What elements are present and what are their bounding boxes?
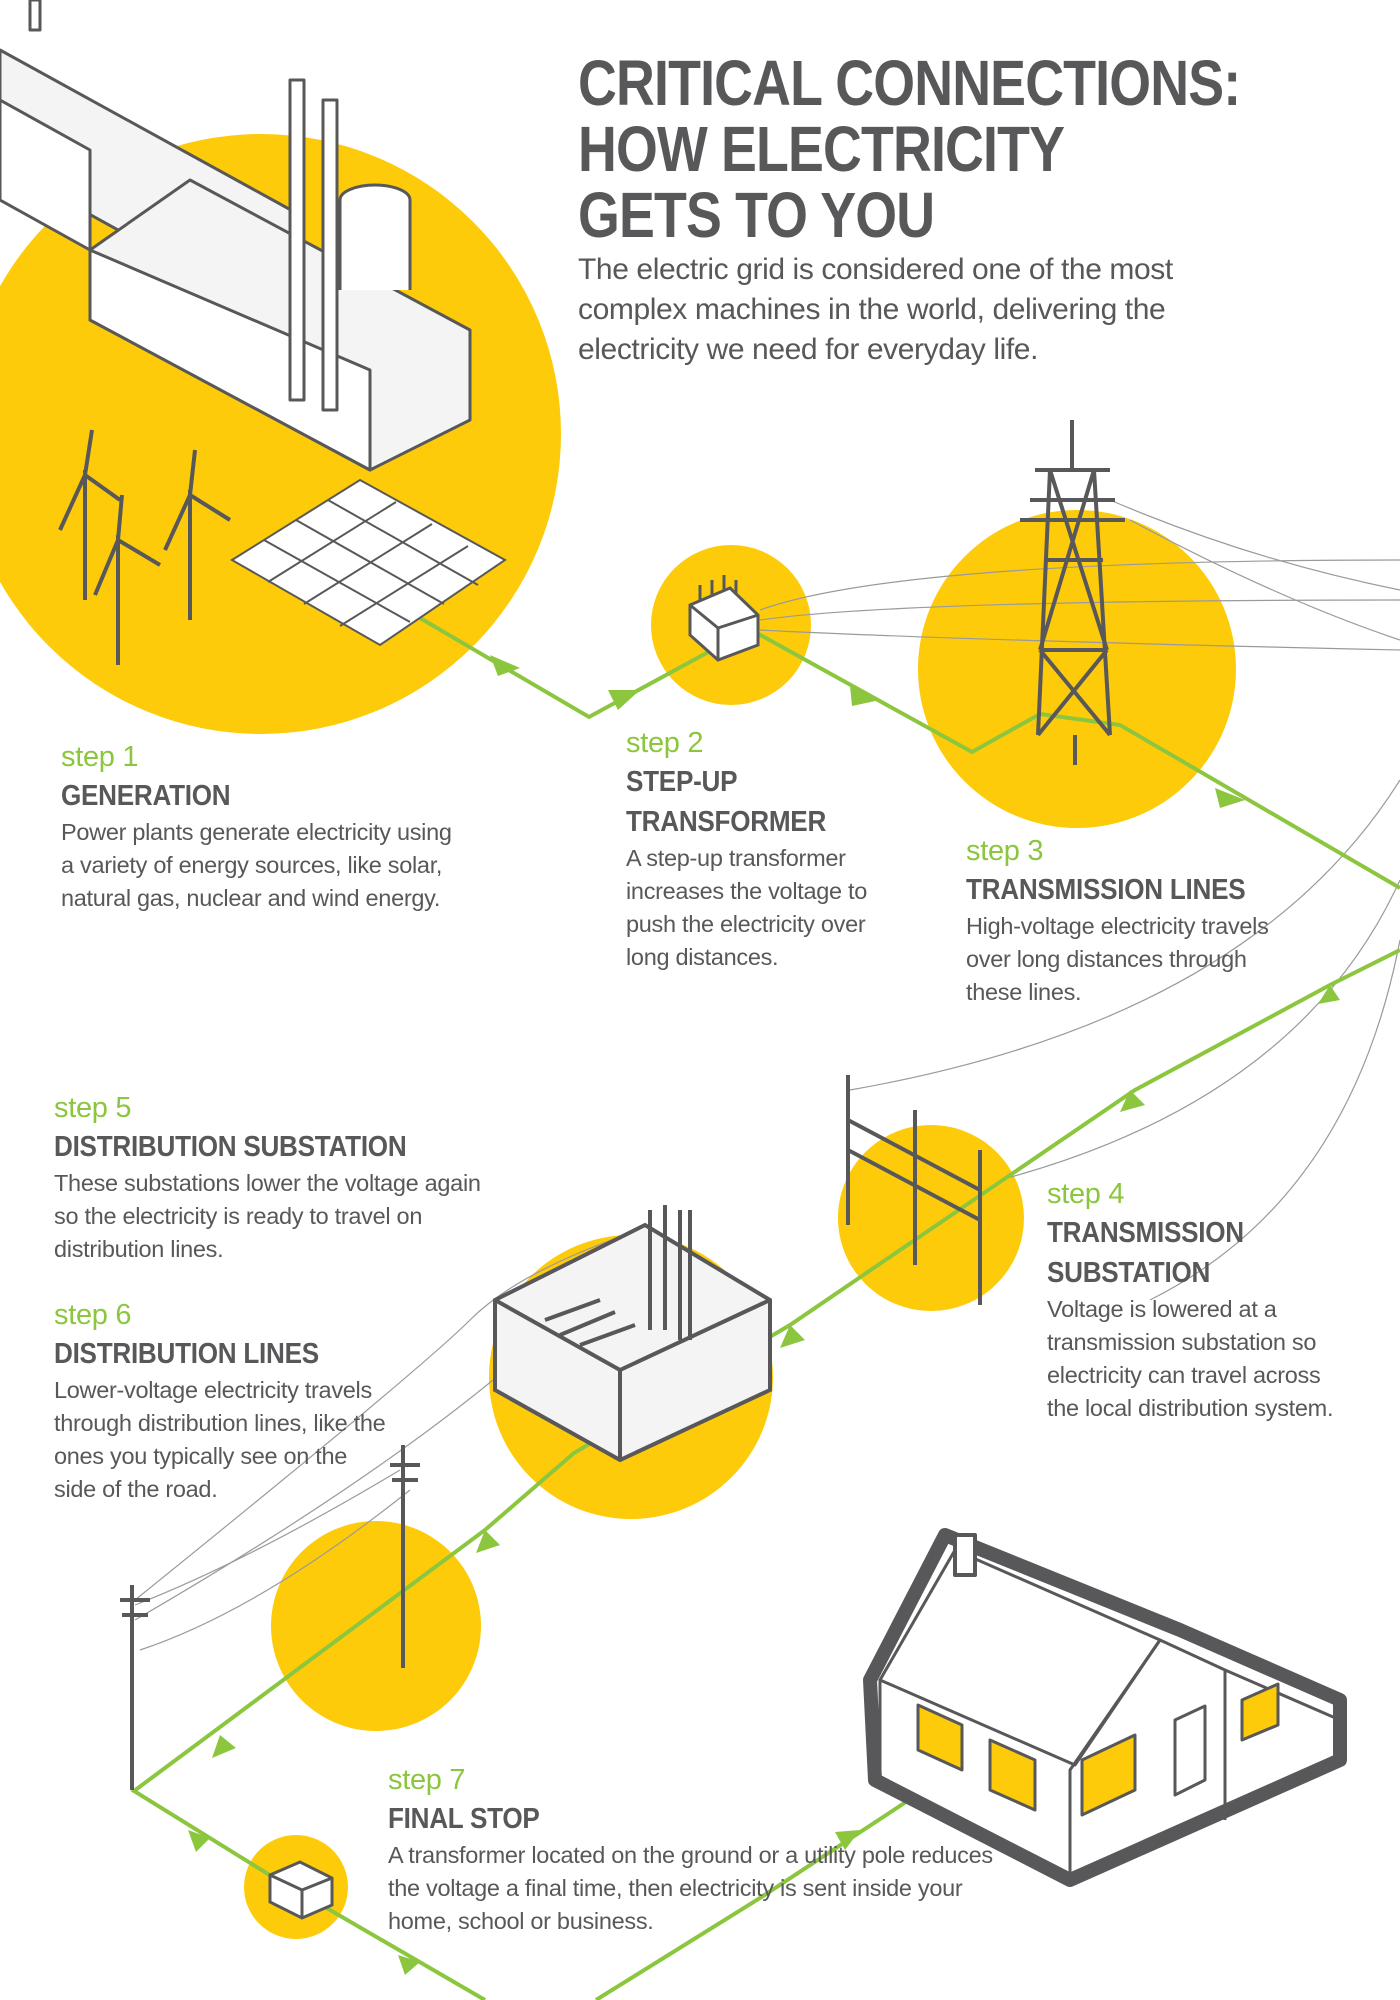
step-number: step 5 bbox=[54, 1092, 132, 1124]
step-body: Lower-voltage electricity travels throug… bbox=[54, 1377, 386, 1502]
subtitle: The electric grid is considered one of t… bbox=[578, 253, 1173, 366]
transmission-substation-circle bbox=[838, 1125, 1024, 1311]
step-heading: DISTRIBUTION LINES bbox=[54, 1338, 319, 1370]
transmission-tower-icon bbox=[1020, 420, 1125, 765]
distribution-lines-circle bbox=[271, 1521, 481, 1731]
power-lines bbox=[134, 499, 1400, 1651]
step-number: step 2 bbox=[626, 727, 704, 759]
step-heading: FINAL STOP bbox=[388, 1803, 540, 1835]
step-number: step 1 bbox=[61, 741, 139, 773]
distribution-substation-icon bbox=[493, 1205, 772, 1463]
step-body: Voltage is lowered at a transmission sub… bbox=[1047, 1296, 1334, 1421]
energy-path bbox=[130, 616, 1400, 2000]
step-generation: step 1 GENERATION Power plants generate … bbox=[61, 738, 461, 915]
wind-turbines-icon bbox=[58, 429, 232, 665]
power-plant-icon bbox=[0, 0, 472, 472]
step-step-up-transformer: step 2 STEP-UP TRANSFORMER A step-up tra… bbox=[626, 724, 896, 974]
transmission-substation-icon bbox=[846, 1075, 982, 1305]
step-heading: TRANSMISSION LINES bbox=[966, 874, 1246, 906]
house-icon bbox=[863, 1528, 1347, 1887]
step-heading: TRANSMISSION bbox=[1047, 1217, 1244, 1249]
step-heading: DISTRIBUTION SUBSTATION bbox=[54, 1131, 407, 1163]
step-final-stop: step 7 FINAL STOP A transformer located … bbox=[388, 1761, 1028, 1938]
solar-panels-icon bbox=[230, 478, 507, 647]
step-heading: GENERATION bbox=[61, 780, 231, 812]
ground-transformer-icon bbox=[268, 1860, 334, 1920]
page-title: CRITICAL CONNECTIONS: HOW ELECTRICITY GE… bbox=[578, 47, 1241, 251]
arrowheads bbox=[188, 655, 1340, 1975]
step-number: step 4 bbox=[1047, 1178, 1125, 1210]
step-body: A step-up transformer increases the volt… bbox=[626, 845, 868, 970]
step-transmission-lines: step 3 TRANSMISSION LINES High-voltage e… bbox=[966, 832, 1286, 1009]
step-number: step 7 bbox=[388, 1764, 466, 1796]
step-body: Power plants generate electricity using … bbox=[61, 819, 452, 911]
step-body: A transformer located on the ground or a… bbox=[388, 1842, 993, 1934]
step-number: step 3 bbox=[966, 835, 1044, 867]
step-body: High-voltage electricity travels over lo… bbox=[966, 913, 1269, 1005]
title-line: CRITICAL CONNECTIONS: bbox=[578, 47, 1241, 119]
title-line: GETS TO YOU bbox=[578, 179, 935, 251]
step-heading: STEP-UP bbox=[626, 766, 738, 798]
step-heading: SUBSTATION bbox=[1047, 1257, 1211, 1289]
step-distribution-lines: step 6 DISTRIBUTION LINES Lower-voltage … bbox=[54, 1296, 394, 1506]
title-line: HOW ELECTRICITY bbox=[578, 113, 1065, 185]
step-up-transformer-icon bbox=[688, 575, 760, 662]
step-body: These substations lower the voltage agai… bbox=[54, 1170, 481, 1262]
step-number: step 6 bbox=[54, 1299, 132, 1331]
step-distribution-substation: step 5 DISTRIBUTION SUBSTATION These sub… bbox=[54, 1089, 484, 1266]
step-heading: TRANSFORMER bbox=[626, 806, 827, 838]
utility-poles-icon bbox=[120, 1445, 420, 1790]
step-transmission-substation: step 4 TRANSMISSION SUBSTATION Voltage i… bbox=[1047, 1175, 1347, 1425]
